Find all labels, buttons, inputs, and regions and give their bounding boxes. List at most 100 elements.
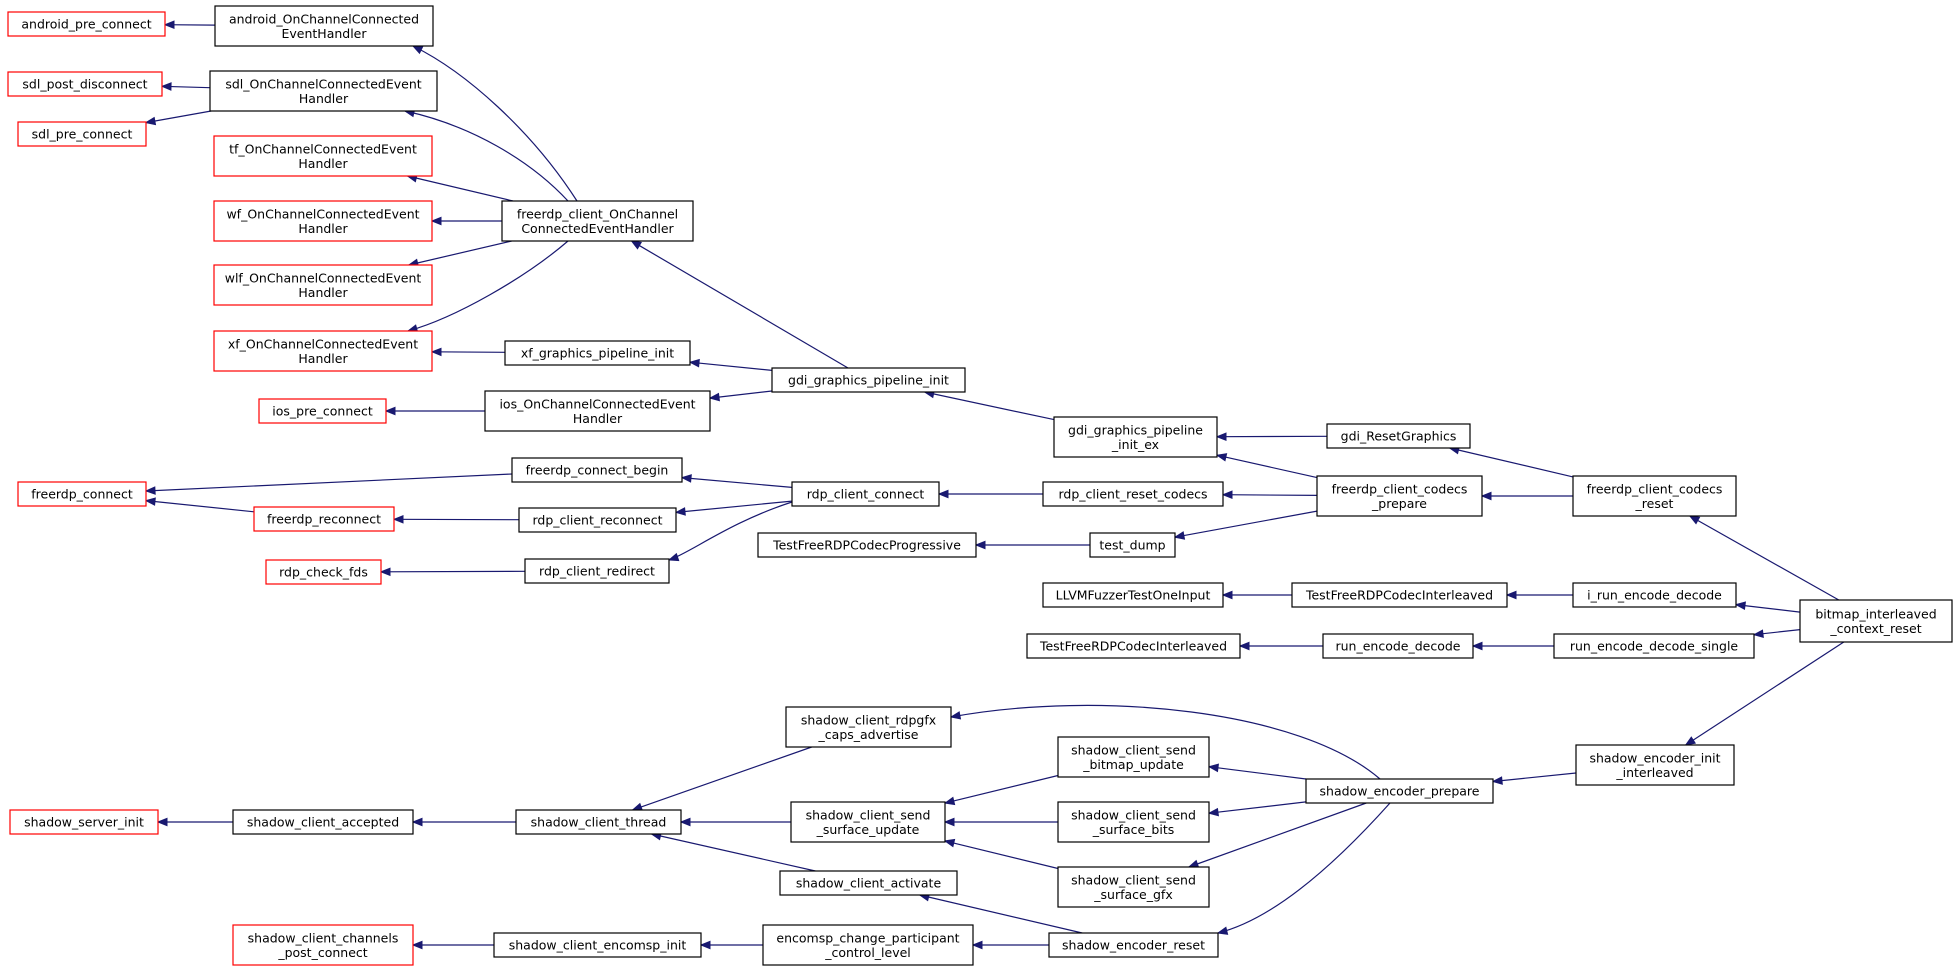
node-box xyxy=(790,801,946,843)
edge-line xyxy=(944,840,1059,870)
node-label: _prepare xyxy=(1371,496,1427,511)
function-node-shadow-client-send-bitmap-update[interactable]: shadow_client_send_bitmap_update xyxy=(1057,736,1210,778)
edge-line xyxy=(145,110,212,124)
function-node-shadow-client-send-surface-update[interactable]: shadow_client_send_surface_update xyxy=(790,801,946,843)
function-node-shadow-encoder-reset[interactable]: shadow_encoder_reset xyxy=(1048,932,1219,958)
node-box xyxy=(1026,633,1241,659)
call-edge xyxy=(1734,601,1801,613)
call-edge xyxy=(943,817,1058,827)
function-node-freerdp-client-onchannelconnectedeventhandler[interactable]: freerdp_client_OnChannelConnectedEventHa… xyxy=(501,200,694,242)
arrow-head xyxy=(144,116,157,126)
node-label: LLVMFuzzerTestOneInput xyxy=(1056,588,1211,603)
node-label: shadow_client_rdpgfx xyxy=(801,712,936,727)
function-node-llvmfuzzertestoneinput[interactable]: LLVMFuzzerTestOneInput xyxy=(1042,582,1224,608)
function-node-test-dump[interactable]: test_dump xyxy=(1089,532,1176,558)
function-node-rdp-check-fds[interactable]: rdp_check_fds xyxy=(265,559,382,585)
function-node-ios-pre-connect[interactable]: ios_pre_connect xyxy=(258,398,387,424)
edge-line xyxy=(675,500,793,513)
node-label: shadow_encoder_prepare xyxy=(1320,784,1480,799)
node-box xyxy=(1575,744,1735,786)
node-box xyxy=(1305,778,1494,804)
function-node-shadow-server-init[interactable]: shadow_server_init xyxy=(9,809,159,835)
node-label: bitmap_interleaved xyxy=(1815,606,1936,621)
function-node-shadow-client-channels-post-connect[interactable]: shadow_client_channels_post_connect xyxy=(232,924,414,966)
function-node-freerdp-connect-begin[interactable]: freerdp_connect_begin xyxy=(511,457,683,483)
call-edge xyxy=(1238,641,1323,651)
call-edge xyxy=(156,817,233,827)
node-label: shadow_client_channels xyxy=(248,930,399,945)
call-edge xyxy=(430,216,502,226)
node-label: shadow_client_send xyxy=(1071,807,1196,822)
arrow-head xyxy=(392,514,404,524)
node-label: _control_level xyxy=(824,945,911,960)
function-node-freerdp-connect[interactable]: freerdp_connect xyxy=(17,481,147,507)
function-node-freerdp-client-codecs-reset[interactable]: freerdp_client_codecs_reset xyxy=(1572,475,1737,517)
function-node-shadow-client-encomsp-init[interactable]: shadow_client_encomsp_init xyxy=(493,932,702,958)
call-edge xyxy=(144,110,212,126)
function-node-bitmap-interleaved-context-reset[interactable]: bitmap_interleaved_context_reset xyxy=(1799,599,1953,643)
function-node-rdp-client-redirect[interactable]: rdp_client_redirect xyxy=(524,558,670,584)
node-box xyxy=(1553,633,1755,659)
node-label: rdp_client_reset_codecs xyxy=(1058,487,1207,502)
node-label: sdl_OnChannelConnectedEvent xyxy=(225,76,421,91)
function-node-shadow-encoder-prepare[interactable]: shadow_encoder_prepare xyxy=(1305,778,1494,804)
function-node-run-encode-decode[interactable]: run_encode_decode xyxy=(1322,633,1474,659)
function-node-testfreerdpcodecinterleaved-a[interactable]: TestFreeRDPCodecInterleaved xyxy=(1291,582,1508,608)
edge-line xyxy=(632,746,812,811)
arrow-head xyxy=(1221,590,1233,600)
function-node-shadow-encoder-init-interleaved[interactable]: shadow_encoder_init_interleaved xyxy=(1575,744,1735,786)
node-box xyxy=(762,924,974,966)
function-node-gdi-graphics-pipeline-init-ex[interactable]: gdi_graphics_pipeline_init_ex xyxy=(1053,416,1218,458)
function-node-xf-graphics-pipeline-init[interactable]: xf_graphics_pipeline_init xyxy=(504,340,691,366)
function-node-android-pre-connect[interactable]: android_pre_connect xyxy=(7,11,166,37)
node-label: shadow_client_accepted xyxy=(247,815,399,830)
node-label: shadow_encoder_init xyxy=(1589,750,1720,765)
call-edge xyxy=(923,389,1055,421)
function-node-shadow-client-rdpgfx-caps-advertise[interactable]: shadow_client_rdpgfx_caps_advertise xyxy=(785,706,952,748)
function-node-shadow-client-thread[interactable]: shadow_client_thread xyxy=(515,809,682,835)
function-node-testfreerdpcodecprogressive[interactable]: TestFreeRDPCodecProgressive xyxy=(757,532,977,558)
function-node-shadow-client-accepted[interactable]: shadow_client_accepted xyxy=(232,809,414,835)
function-node-rdp-client-reconnect[interactable]: rdp_client_reconnect xyxy=(518,507,677,533)
node-label: sdl_post_disconnect xyxy=(22,77,147,92)
function-node-gdi-resetgraphics[interactable]: gdi_ResetGraphics xyxy=(1326,423,1471,449)
call-edge xyxy=(430,347,506,357)
function-node-gdi-graphics-pipeline-init[interactable]: gdi_graphics_pipeline_init xyxy=(771,367,966,393)
edge-line xyxy=(651,833,816,872)
node-box xyxy=(1316,475,1483,517)
function-node-sdl-post-disconnect[interactable]: sdl_post_disconnect xyxy=(7,71,163,97)
node-label: freerdp_reconnect xyxy=(267,512,381,527)
arrow-head xyxy=(1238,641,1250,651)
call-edge xyxy=(679,817,791,827)
function-node-shadow-client-send-surface-bits[interactable]: shadow_client_send_surface_bits xyxy=(1057,801,1210,843)
node-box xyxy=(493,932,702,958)
function-node-freerdp-client-codecs-prepare[interactable]: freerdp_client_codecs_prepare xyxy=(1316,475,1483,517)
edge-line xyxy=(404,110,569,202)
node-box xyxy=(771,367,966,393)
function-node-shadow-client-activate[interactable]: shadow_client_activate xyxy=(779,870,958,896)
edge-line xyxy=(380,570,526,573)
function-node-rdp-client-reset-codecs[interactable]: rdp_client_reset_codecs xyxy=(1042,481,1224,507)
function-node-run-encode-decode-single[interactable]: run_encode_decode_single xyxy=(1553,633,1755,659)
edge-line xyxy=(924,391,1055,421)
function-node-shadow-client-send-surface-gfx[interactable]: shadow_client_send_surface_gfx xyxy=(1057,866,1210,908)
function-node-sdl-pre-connect[interactable]: sdl_pre_connect xyxy=(17,121,147,147)
node-box xyxy=(1057,801,1210,843)
function-node-i-run-encode-decode[interactable]: i_run_encode_decode xyxy=(1572,582,1737,608)
arrow-head xyxy=(1207,763,1219,773)
function-node-rdp-client-connect[interactable]: rdp_client_connect xyxy=(791,481,940,507)
function-node-freerdp-reconnect[interactable]: freerdp_reconnect xyxy=(253,506,395,532)
node-box xyxy=(17,121,147,147)
function-node-testfreerdpcodecinterleaved-b[interactable]: TestFreeRDPCodecInterleaved xyxy=(1026,633,1241,659)
function-node-encomsp-change-participant-control-level[interactable]: encomsp_change_participant_control_level xyxy=(762,924,974,966)
nodes-layer: android_pre_connectsdl_post_disconnectsd… xyxy=(7,5,1953,966)
node-box xyxy=(1042,582,1224,608)
